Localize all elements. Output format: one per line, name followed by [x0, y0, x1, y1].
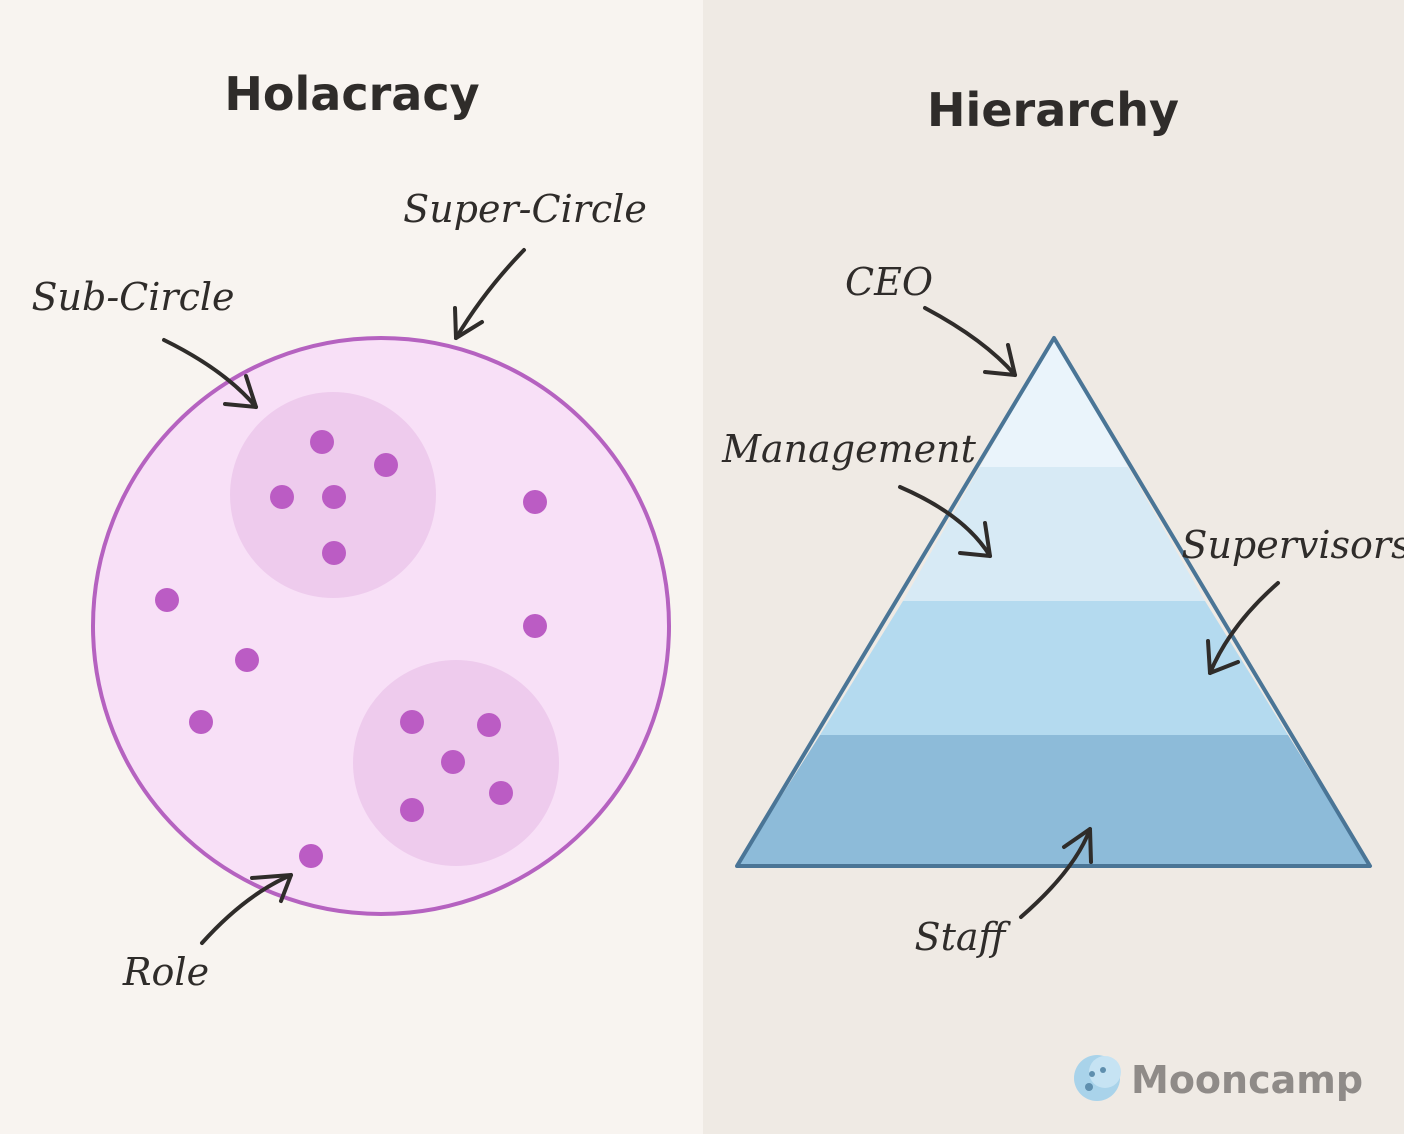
pyramid-outline — [735, 336, 1372, 868]
supervisors-arrow — [1208, 581, 1280, 675]
role-dot — [400, 710, 424, 734]
role-dot — [489, 781, 513, 805]
pyramid-level-management — [903, 467, 1205, 601]
hierarchy-title: Hierarchy — [927, 83, 1179, 137]
role-dot — [189, 710, 213, 734]
role-label: Role — [122, 950, 209, 994]
role-dot — [477, 713, 501, 737]
management-arrow — [898, 485, 992, 558]
supervisors-arrowhead — [1206, 639, 1240, 675]
staff-label: Staff — [915, 915, 1012, 959]
moon-logo-icon — [1074, 1055, 1121, 1101]
super-circle-arrowhead — [453, 306, 484, 340]
role-dots — [155, 430, 547, 868]
role-dot — [523, 490, 547, 514]
role-dot — [322, 541, 346, 565]
ceo-arrowhead — [983, 343, 1017, 377]
role-dot — [270, 485, 294, 509]
pyramid-level-staff — [737, 735, 1370, 866]
ceo-label: CEO — [845, 260, 933, 304]
ceo-arrow — [923, 306, 1017, 377]
pyramid — [735, 336, 1372, 868]
role-arrowhead — [250, 873, 293, 903]
super-circle-arrow — [454, 248, 526, 340]
role-dot — [523, 614, 547, 638]
supervisors-label: Supervisors — [1181, 523, 1404, 567]
role-dot — [374, 453, 398, 477]
role-dot — [299, 844, 323, 868]
management-label: Management — [721, 427, 977, 471]
role-dot — [155, 588, 179, 612]
role-dot — [235, 648, 259, 672]
staff-arrow — [1019, 827, 1092, 919]
super-circle-label: Super-Circle — [403, 187, 647, 231]
holacracy-title: Holacracy — [224, 67, 479, 121]
pyramid-level-supervisors — [820, 601, 1288, 735]
sub-circle-label: Sub-Circle — [32, 275, 235, 319]
brand-name: Mooncamp — [1131, 1058, 1363, 1102]
staff-arrowhead — [1062, 827, 1093, 864]
role-dot — [441, 750, 465, 774]
role-dot — [322, 485, 346, 509]
role-dot — [310, 430, 334, 454]
pyramid-level-ceo — [980, 338, 1128, 467]
sub-circle-arrow — [162, 338, 258, 409]
role-arrow — [200, 873, 293, 945]
role-dot — [400, 798, 424, 822]
sub-circle-arrowhead — [223, 374, 258, 409]
management-arrowhead — [958, 521, 992, 558]
